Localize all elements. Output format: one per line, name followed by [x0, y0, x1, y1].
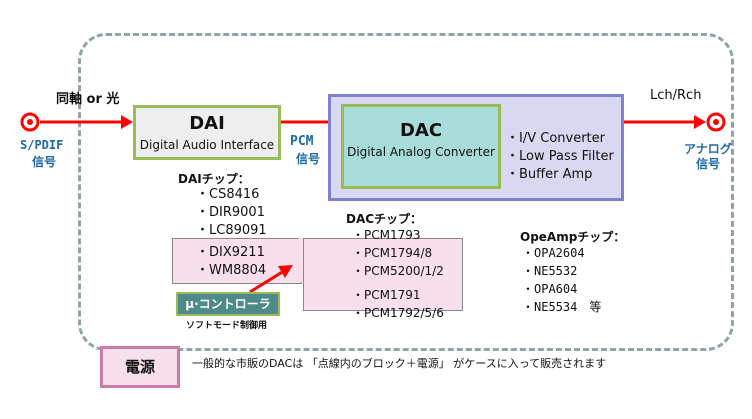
dac-chip-list: ・PCM1793 ・PCM1794/8 ・PCM5200/1/2 ・PCM179… [352, 226, 444, 322]
opamp-chip-item: ・NE5534 等 [522, 300, 602, 314]
input-arrowhead [121, 115, 133, 129]
opamp-chip-item: ・NE5532 [522, 264, 578, 278]
feature-iv-converter: ・I/V Converter [506, 131, 605, 146]
spdif-sub-label: 信号 [32, 155, 57, 169]
dac-chip-item: ・PCM1792/5/6 [352, 306, 444, 320]
dac-subtitle: Digital Analog Converter [347, 145, 495, 159]
case-boundary [78, 33, 734, 351]
spdif-jack-icon [20, 112, 40, 132]
input-label: 同軸 or 光 [56, 92, 120, 107]
dac-chip-item: ・PCM5200/1/2 [352, 264, 444, 278]
dai-chips-title: DAIチップ： [178, 172, 250, 186]
dac-chip-item: ・PCM1794/8 [352, 246, 433, 260]
dai-chip-list: ・CS8416 ・DIR9001 ・LC89091 ・DIX9211 ・WM88… [196, 186, 267, 280]
dai-chip-item: ・CS8416 [196, 187, 260, 202]
dac-chip-item: ・PCM1791 [352, 288, 421, 302]
software-mode-link [299, 238, 305, 282]
dai-subtitle: Digital Audio Interface [139, 138, 275, 152]
opamp-chip-item: ・OPA604 [522, 282, 578, 296]
output-label: Lch/Rch [650, 88, 702, 103]
dai-chip-item: ・DIR9001 [196, 205, 265, 220]
feature-low-pass-filter: ・Low Pass Filter [506, 149, 614, 164]
opamp-chip-list: ・OPA2604 ・NE5532 ・OPA604 ・NE5534 等 [522, 244, 601, 316]
spdif-label: S/PDIF [20, 138, 64, 152]
dai-chip-item: ・LC89091 [196, 223, 267, 238]
analog-label: アナログ [684, 142, 732, 156]
dai-chip-item: ・DIX9211 [196, 245, 265, 260]
dac-chip-item: ・PCM1793 [352, 228, 421, 242]
dac-block: DAC Digital Analog Converter [341, 104, 501, 189]
software-mode-dac-group [303, 238, 463, 311]
dac-title: DAC [399, 120, 443, 141]
microcontroller-block: μ·コントローラ [176, 292, 280, 316]
power-supply-block: 電源 [100, 346, 180, 388]
software-mode-chip-group [172, 238, 302, 284]
power-note: 一般的な市販のDACは 「点線内のブロック＋電源」 がケースに入って販売されます [192, 357, 607, 370]
feature-buffer-amp: ・Buffer Amp [506, 167, 593, 182]
dai-block: DAI Digital Audio Interface [133, 105, 281, 160]
microcontroller-caption: ソフトモード制御用 [186, 321, 268, 331]
dac-feature-list: ・I/V Converter ・Low Pass Filter ・Buffer … [506, 130, 614, 184]
dai-chip-item: ・WM8804 [196, 263, 267, 278]
pcm-label: PCM [290, 134, 314, 149]
opamp-chips-title: OpeAmpチップ： [520, 230, 626, 244]
analog-jack-icon [706, 112, 726, 132]
analog-sub-label: 信号 [696, 157, 721, 171]
opamp-chip-item: ・OPA2604 [522, 246, 585, 260]
control-arrow-line [249, 269, 285, 294]
output-arrowhead [694, 115, 706, 129]
control-arrowhead [278, 265, 293, 278]
dai-title: DAI [189, 113, 225, 134]
pcm-sub-label: 信号 [296, 152, 321, 166]
dac-chips-title: DACチップ： [346, 212, 423, 226]
